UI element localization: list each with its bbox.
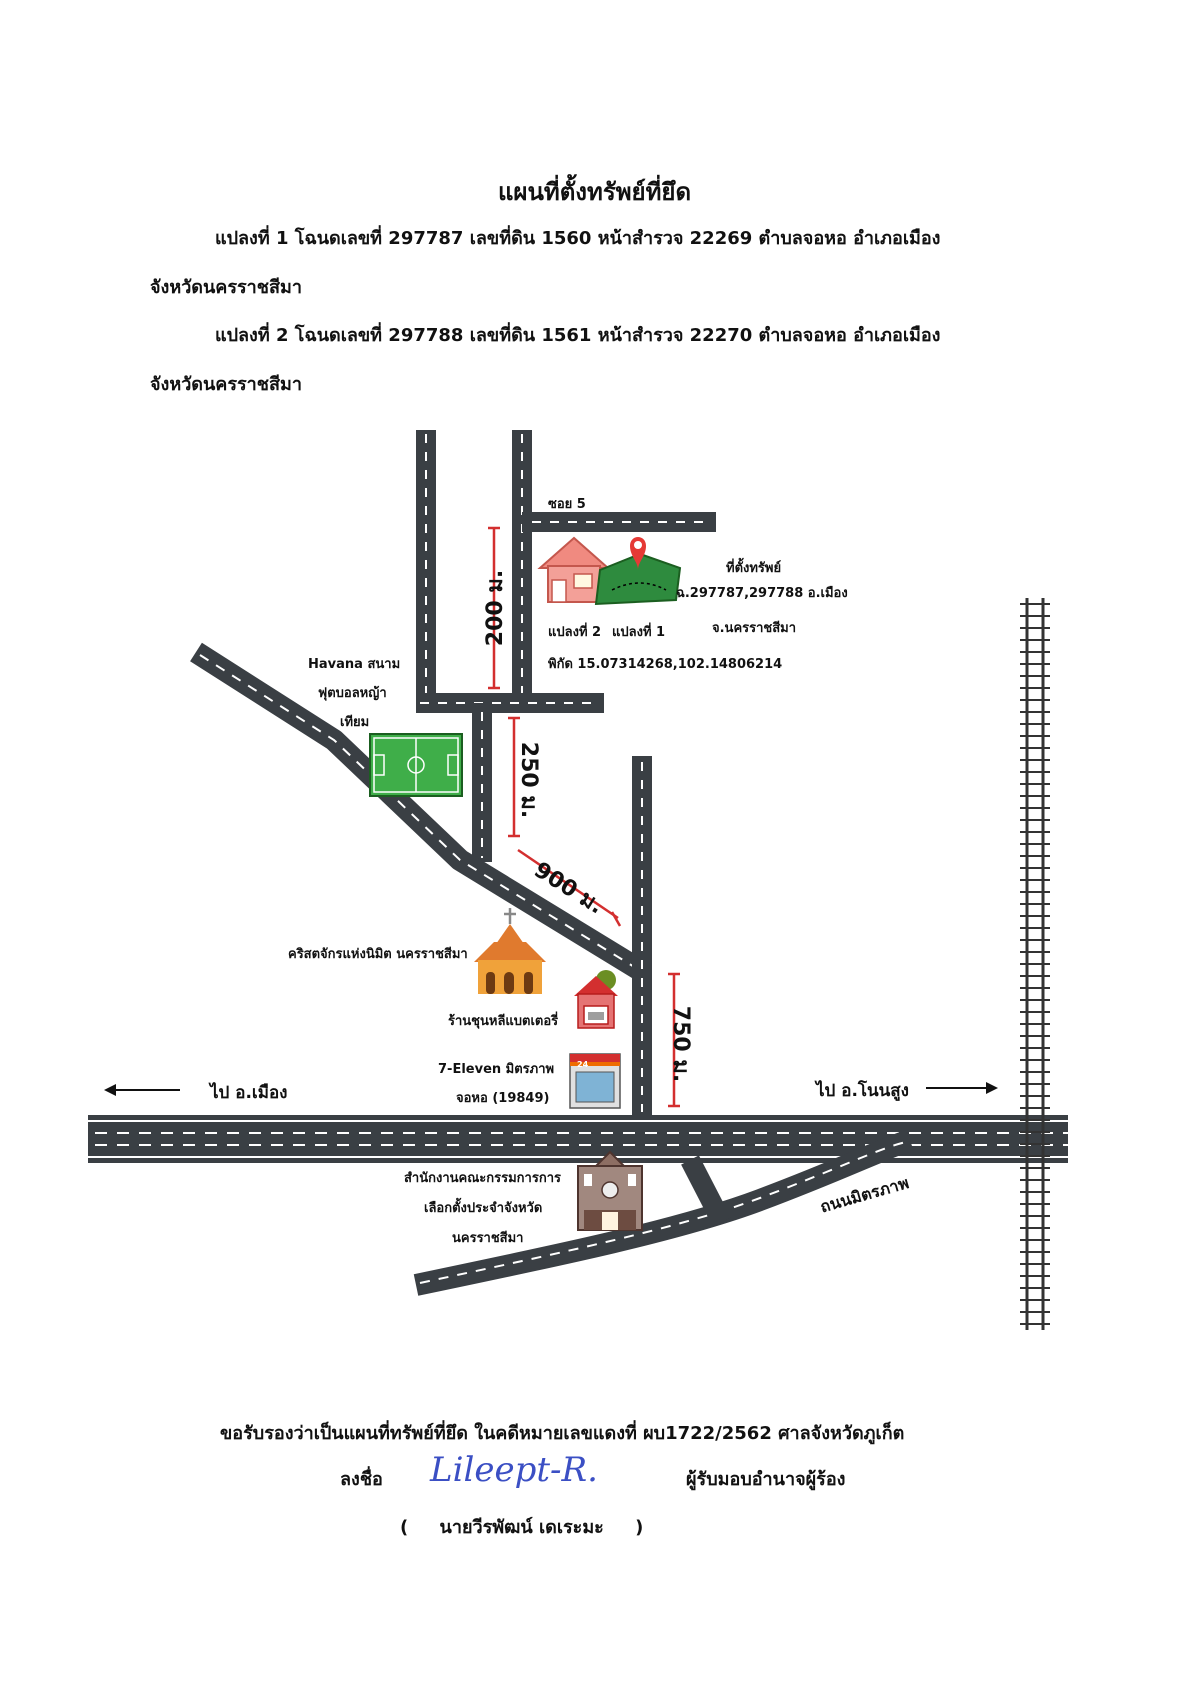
distance-250-label: 250 ม. <box>516 742 541 818</box>
to-non-sung-label: ไป อ.โนนสูง <box>814 1080 909 1102</box>
house-icon <box>537 536 611 603</box>
stadium-line1: Havana สนาม <box>308 657 400 672</box>
location-map: 200 ม. 250 ม. 900 ม. 750 ม. ซอย 5 แปลงที… <box>88 430 1068 1330</box>
property-province: จ.นครราชสีมา <box>712 620 796 636</box>
distance-markers <box>488 526 680 1108</box>
plot2-line2: จังหวัดนครราชสีมา <box>150 374 302 395</box>
store-24-badge: 24 <box>577 1060 589 1069</box>
arrow-left-icon <box>104 1084 180 1096</box>
soi-5-label: ซอย 5 <box>548 497 586 512</box>
signature: Lileept-R. <box>430 1450 598 1490</box>
page-title: แผนที่ตั้งทรัพย์ที่ยึด <box>497 178 692 206</box>
signer-role: ผู้รับมอบอำนาจผู้ร้อง <box>686 1469 846 1490</box>
government-building-icon <box>577 1150 643 1231</box>
signer-name: ( นายวีรพัฒน์ เดเระมะ ) <box>400 1517 644 1538</box>
sign-label: ลงชื่อ <box>340 1469 383 1490</box>
plot1-label: แปลงที่ 1 <box>612 622 665 640</box>
plot1-line1: แปลงที่ 1 โฉนดเลขที่ 297787 เลขที่ดิน 15… <box>215 228 941 249</box>
roads <box>190 430 914 1296</box>
stadium-line2: ฟุตบอลหญ้า <box>318 685 387 701</box>
battery-shop-label: ร้านชุนหลีแบตเตอรี่ <box>448 1011 558 1029</box>
plot2-label: แปลงที่ 2 <box>548 622 601 640</box>
church-label: คริสตจักรแห่งนิมิต นครราชสีมา <box>288 946 468 962</box>
plot1-line2: จังหวัดนครราชสีมา <box>150 277 302 298</box>
battery-shop-icon <box>574 970 618 1029</box>
election-office-line3: นครราชสีมา <box>452 1230 523 1246</box>
main-highway <box>88 1115 1068 1163</box>
property-title: ที่ตั้งทรัพย์ <box>726 557 781 576</box>
railway-icon <box>1020 598 1050 1330</box>
seven-eleven-line1: 7-Eleven มิตรภาพ <box>438 1062 554 1077</box>
arrow-right-icon <box>926 1082 998 1094</box>
church-icon <box>474 908 546 994</box>
distance-750-label: 750 ม. <box>668 1006 693 1082</box>
seven-eleven-line2: จอหอ (19849) <box>456 1091 549 1106</box>
certification-text: ขอรับรองว่าเป็นแผนที่ทรัพย์ที่ยึด ในคดีห… <box>220 1423 905 1444</box>
election-office-line1: สำนักงานคณะกรรมการการ <box>404 1170 561 1186</box>
property-coordinates: พิกัด 15.07314268,102.14806214 <box>548 657 782 672</box>
convenience-store-icon: 24 <box>569 1053 621 1109</box>
property-deeds: ฉ.297787,297788 อ.เมือง <box>676 585 848 601</box>
distance-200-label: 200 ม. <box>483 570 508 646</box>
stadium-line3: เทียม <box>340 714 369 730</box>
football-field-icon <box>369 733 463 797</box>
election-office-line2: เลือกตั้งประจำจังหวัด <box>424 1197 542 1216</box>
location-pin-icon <box>630 537 646 570</box>
plot2-line1: แปลงที่ 2 โฉนดเลขที่ 297788 เลขที่ดิน 15… <box>215 325 941 346</box>
to-muang-label: ไป อ.เมือง <box>208 1082 287 1103</box>
